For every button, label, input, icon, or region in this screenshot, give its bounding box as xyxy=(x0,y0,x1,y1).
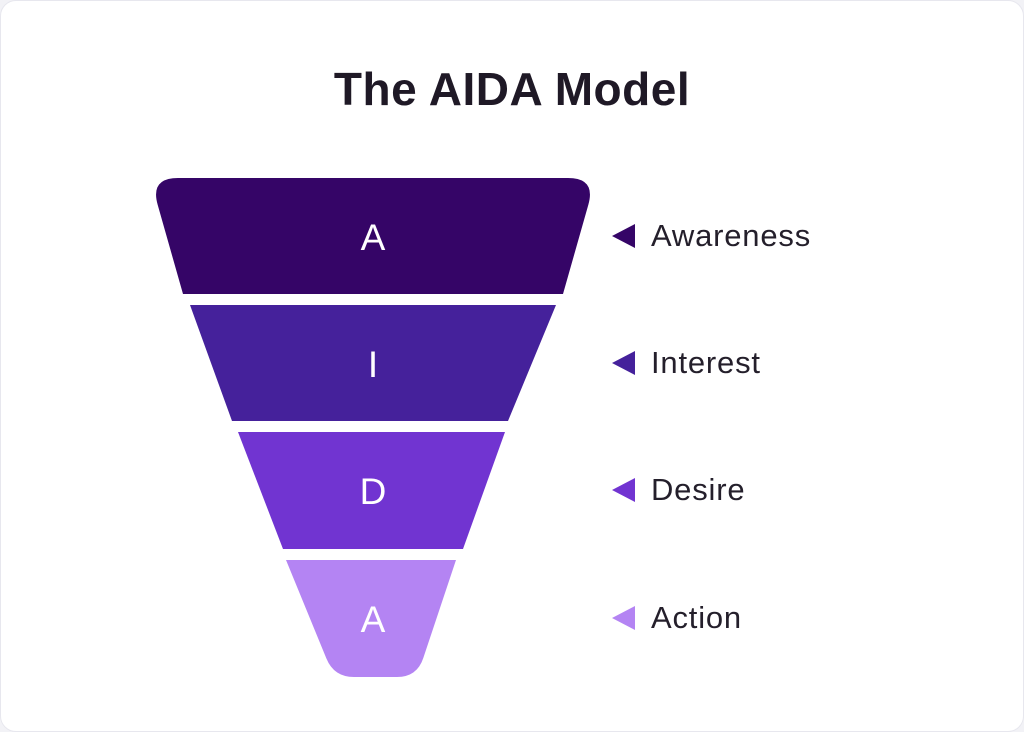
stage-label-action: Action xyxy=(651,600,742,635)
stage-letter-interest: I xyxy=(368,344,378,385)
triangle-left-icon xyxy=(612,606,635,630)
stage-letter-action: A xyxy=(361,599,386,640)
funnel-segment-awareness xyxy=(156,178,590,294)
stage-label-interest: Interest xyxy=(651,345,761,380)
stage-letter-desire: D xyxy=(360,471,387,512)
triangle-left-icon xyxy=(612,351,635,375)
stage-label-desire: Desire xyxy=(651,472,746,507)
triangle-left-icon xyxy=(612,478,635,502)
stage-label-row-desire: Desire xyxy=(612,468,745,512)
stage-label-row-interest: Interest xyxy=(612,341,761,385)
triangle-left-icon xyxy=(612,224,635,248)
stage-letter-awareness: A xyxy=(361,217,386,258)
funnel-segment-desire xyxy=(238,432,505,549)
funnel-segment-interest xyxy=(190,305,556,421)
stage-label-awareness: Awareness xyxy=(651,218,811,253)
funnel-segment-action xyxy=(286,560,456,677)
stage-label-row-action: Action xyxy=(612,596,742,640)
page-title: The AIDA Model xyxy=(333,63,691,115)
stage-label-row-awareness: Awareness xyxy=(612,214,811,258)
